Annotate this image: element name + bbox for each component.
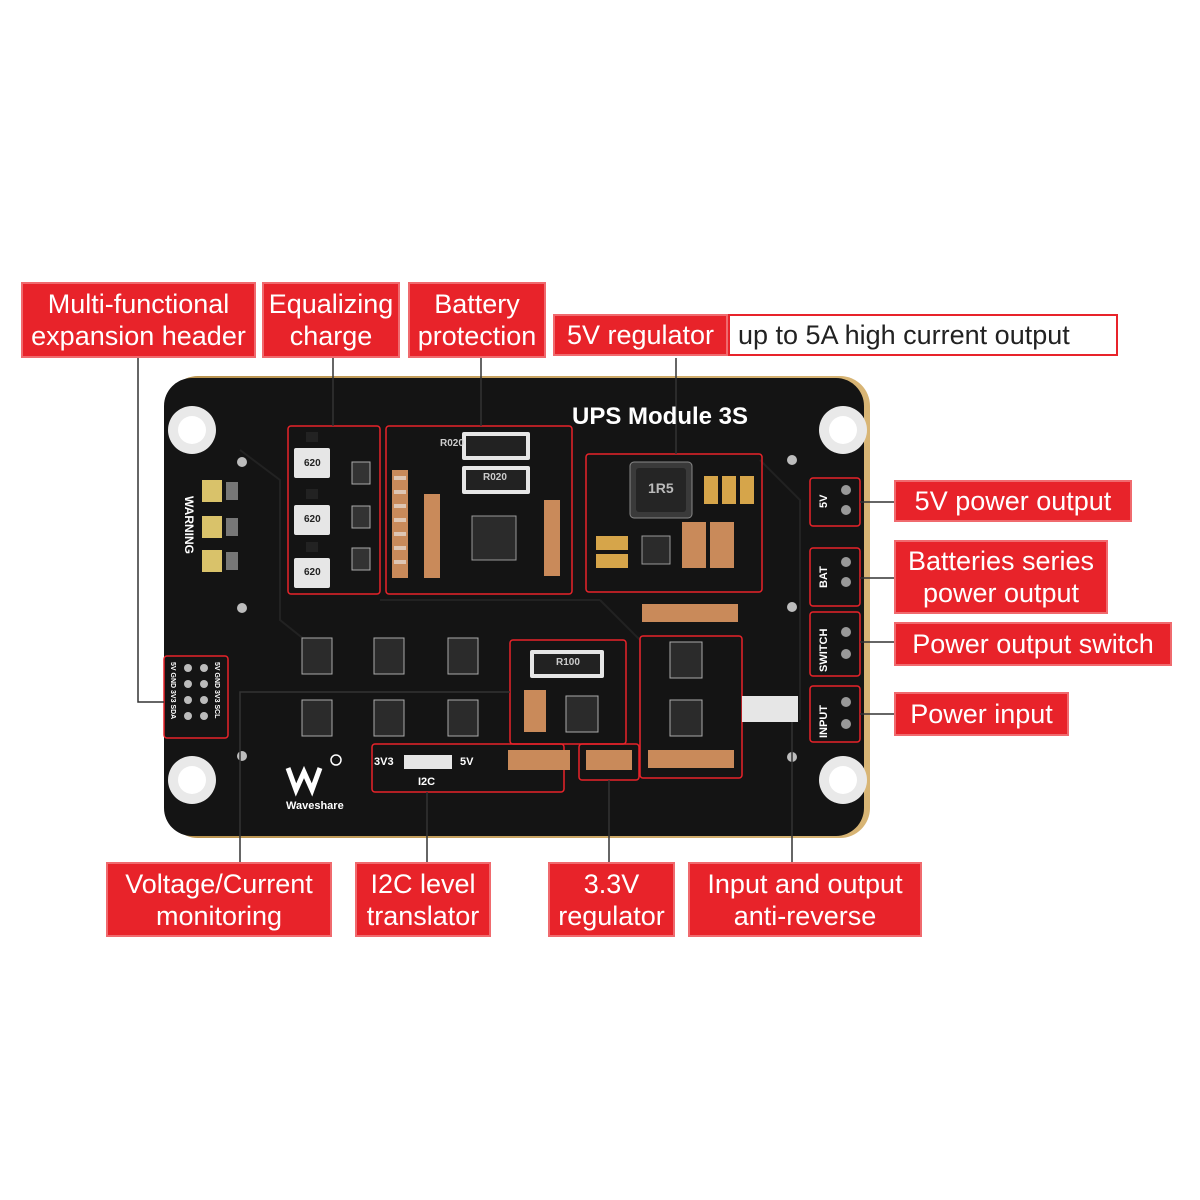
pin-r0: 5V	[213, 662, 220, 671]
silk-5v: 5V	[818, 494, 830, 508]
callout-equalizing-line1: Equalizing	[268, 289, 394, 319]
regulator5v-box	[585, 453, 763, 593]
callout-power5v-text: 5V power output	[914, 486, 1112, 516]
callout-regulator33: 3.3V regulator	[548, 862, 675, 937]
pin-l2: 3V3	[169, 690, 176, 703]
leader-lines	[137, 358, 894, 862]
resistor-r020-a: R020	[440, 438, 464, 449]
header-right-pins: 5V GND 3V3 SCL	[208, 662, 224, 718]
callout-batteries-line2: power output	[922, 578, 1080, 608]
callout-protection-line2: protection	[417, 321, 537, 351]
silk-switch: SWITCH	[818, 628, 830, 672]
pin-r3: SCL	[213, 704, 220, 719]
silk-5v-sel: 5V	[460, 756, 474, 768]
callout-antireverse-line2: anti-reverse	[733, 900, 877, 931]
callout-switch: Power output switch	[894, 622, 1172, 666]
inductor-1r5: 1R5	[648, 480, 674, 496]
callout-input: Power input	[894, 692, 1069, 736]
conn-bat-box	[809, 547, 861, 607]
header-box	[163, 655, 229, 739]
callout-i2c-line1: I2C level	[370, 868, 476, 899]
callout-monitoring-line1: Voltage/Current	[125, 868, 313, 899]
equalizing-box	[287, 425, 381, 595]
callout-batteries-line1: Batteries series	[907, 546, 1095, 576]
warning-text: WARNING	[182, 496, 196, 554]
callout-protection: Battery protection	[408, 282, 546, 358]
callout-monitoring: Voltage/Current monitoring	[106, 862, 332, 937]
callout-regulator5v: 5V regulator	[553, 314, 728, 356]
pin-r2: 3V3	[213, 690, 220, 703]
resistor-r100: R100	[556, 657, 580, 668]
callout-i2c: I2C level translator	[355, 862, 491, 937]
mounting-holes	[168, 406, 867, 804]
silk-input: INPUT	[818, 705, 830, 738]
callout-batteries: Batteries series power output	[894, 540, 1108, 614]
waveshare-logo	[285, 765, 323, 797]
header-left-pins: 5V GND 3V3 SDA	[164, 662, 180, 719]
callout-switch-text: Power output switch	[912, 629, 1154, 659]
conn-switch-box	[809, 611, 861, 677]
callout-antireverse-line1: Input and output	[707, 868, 903, 899]
callout-header-line1: Multi-functional	[47, 289, 230, 319]
callout-antireverse: Input and output anti-reverse	[688, 862, 922, 937]
callout-equalizing-line2: charge	[289, 321, 373, 351]
pin-l0: 5V	[169, 662, 176, 671]
pin-l1: GND	[169, 672, 176, 689]
callout-header-line2: expansion header	[31, 321, 246, 351]
protection-box	[385, 425, 573, 595]
callout-equalizing: Equalizing charge	[262, 282, 400, 358]
callout-protection-line1: Battery	[434, 289, 520, 319]
callout-power5v: 5V power output	[894, 480, 1132, 522]
callout-header: Multi-functional expansion header	[21, 282, 256, 358]
board-title: UPS Module 3S	[572, 403, 749, 430]
mid-chips	[301, 637, 479, 737]
silk-bat: BAT	[818, 566, 830, 588]
callout-i2c-line2: translator	[366, 900, 480, 931]
callout-input-text: Power input	[910, 699, 1053, 729]
callout-monitoring-line2: monitoring	[155, 900, 283, 931]
callout-regulator33-line1: 3.3V	[583, 868, 640, 899]
cap-620-c: 620	[304, 567, 321, 578]
callout-regulator5v-text: 5V regulator	[566, 320, 715, 350]
pin-l3: SDA	[169, 704, 176, 720]
brand-text: Waveshare	[286, 800, 344, 812]
pin-r1: GND	[213, 672, 220, 689]
callout-regulator33-line2: regulator	[558, 900, 665, 931]
warning-leds	[202, 480, 238, 572]
callout-regulator5v-note: up to 5A high current output	[728, 314, 1118, 356]
resistor-r020-b: R020	[483, 472, 507, 483]
cap-620-b: 620	[304, 514, 321, 525]
silk-3v3: 3V3	[374, 756, 394, 768]
silk-i2c: I2C	[418, 776, 436, 788]
cap-620-a: 620	[304, 458, 321, 469]
